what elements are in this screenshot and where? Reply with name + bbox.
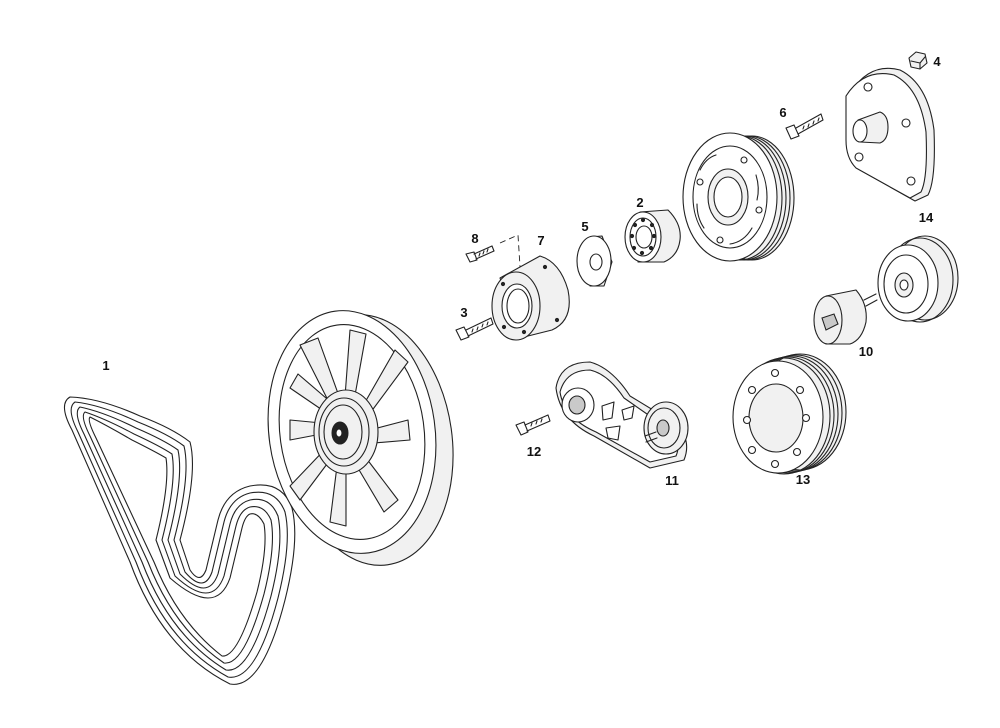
label-part-10: 10	[859, 344, 873, 359]
label-part-1: 1	[102, 358, 109, 373]
label-part-5: 5	[581, 219, 588, 234]
label-part-6: 6	[779, 105, 786, 120]
part-10-idler-roller[interactable]	[813, 289, 878, 345]
small-idler-pulley[interactable]	[877, 235, 959, 323]
label-part-8: 8	[471, 231, 478, 246]
label-part-4: 4	[933, 54, 941, 69]
label-part-11: 11	[665, 473, 679, 488]
label-part-13: 13	[796, 472, 810, 487]
part-1-drive-belt[interactable]	[63, 396, 296, 685]
label-part-2: 2	[636, 195, 643, 210]
part-5-spacer[interactable]	[576, 235, 613, 287]
part-6-bolt[interactable]	[785, 113, 824, 140]
label-part-14: 14	[919, 210, 934, 225]
large-grooved-pulley[interactable]	[682, 132, 795, 262]
part-4-nut[interactable]	[908, 51, 928, 70]
label-part-7: 7	[537, 233, 544, 248]
part-11-belt-tensioner[interactable]	[555, 361, 689, 469]
part-7-bracket[interactable]	[491, 255, 570, 341]
label-part-3: 3	[460, 305, 467, 320]
part-13-crank-pulley[interactable]	[732, 353, 847, 475]
part-3-bolt[interactable]	[455, 317, 494, 341]
fan-pulley[interactable]	[253, 300, 469, 577]
label-part-12: 12	[527, 444, 541, 459]
part-2-bearing[interactable]	[624, 209, 681, 263]
part-labels: 1 2 3 4 5 6 7 8 10 11 12 13 14	[102, 54, 941, 488]
part-14-support-plate[interactable]	[845, 67, 935, 202]
part-8-bolt[interactable]	[465, 234, 522, 283]
part-12-bolt[interactable]	[515, 414, 551, 436]
